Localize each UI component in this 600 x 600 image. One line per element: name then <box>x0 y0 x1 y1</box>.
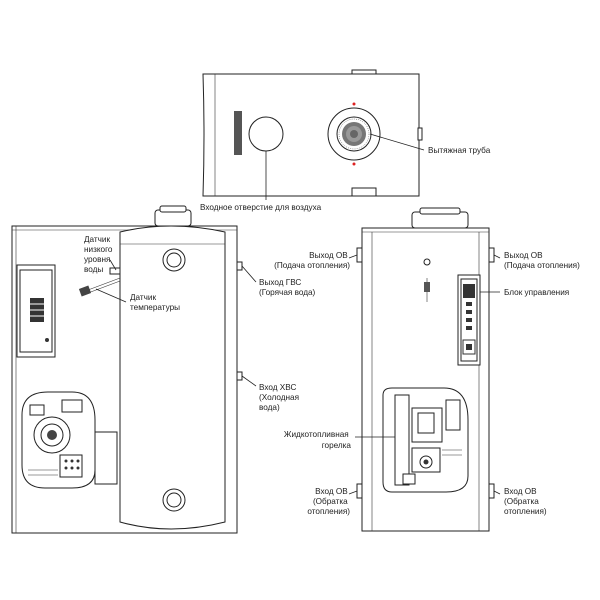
temp-sensor-leader <box>95 288 127 303</box>
label-heating-out-left: Выход ОВ (Подача отопления) <box>274 251 350 270</box>
heating-return-left-leader <box>348 490 358 495</box>
dhw-outlet-leader <box>241 265 257 283</box>
top-view-bottom-tab <box>351 187 377 197</box>
heating-return-right-stub <box>488 483 495 499</box>
brand-logo <box>234 111 242 155</box>
right-front-view: Выход ОВ (Подача отопления) Выход ОВ (По… <box>274 207 580 532</box>
label-exhaust-pipe: Вытяжная труба <box>428 146 491 155</box>
left-tank <box>119 225 226 530</box>
left-burner-assembly <box>21 391 118 489</box>
heating-out-right-leader <box>493 254 501 259</box>
air-inlet-circle <box>248 116 284 152</box>
heating-return-left-stub <box>356 483 363 499</box>
exhaust-leader <box>369 133 425 151</box>
left-side-view: Датчик низкого уровня воды Датчик темпер… <box>11 205 316 534</box>
heating-return-right-leader <box>493 490 501 495</box>
label-heating-return-left: Вход ОВ (Обратка отопления) <box>307 487 350 516</box>
label-control-unit: Блок управления <box>504 288 569 297</box>
heating-out-right-stub <box>488 247 495 263</box>
oil-burner <box>382 387 469 493</box>
temperature-sensor <box>78 285 92 297</box>
top-view: Вытяжная труба Входное отверстие для воз… <box>200 69 491 212</box>
label-oil-burner: Жидкотопливная горелка <box>284 430 352 450</box>
low-level-sensor-leader <box>109 259 117 271</box>
label-temp-sensor: Датчик температуры <box>130 293 180 312</box>
cold-inlet-leader <box>241 375 257 387</box>
heating-out-left-leader <box>348 254 358 259</box>
dhw-outlet-stub <box>236 261 243 271</box>
label-cold-inlet: Вход ХВС (Холодная вода) <box>259 383 301 412</box>
label-heating-out-right: Выход ОВ (Подача отопления) <box>504 251 580 270</box>
label-low-level-sensor: Датчик низкого уровня воды <box>84 235 115 274</box>
cold-inlet-stub <box>236 371 243 381</box>
label-dhw-outlet: Выход ГВС (Горячая вода) <box>259 278 316 297</box>
top-view-body <box>202 73 420 197</box>
label-heating-return-right: Вход ОВ (Обратка отопления) <box>504 487 547 516</box>
top-view-side-tab <box>417 127 423 141</box>
top-view-top-tab <box>351 69 377 75</box>
burner-tube <box>94 431 118 485</box>
heating-out-left-stub <box>356 247 363 263</box>
label-air-inlet: Входное отверстие для воздуха <box>200 203 322 212</box>
control-unit <box>457 274 481 366</box>
